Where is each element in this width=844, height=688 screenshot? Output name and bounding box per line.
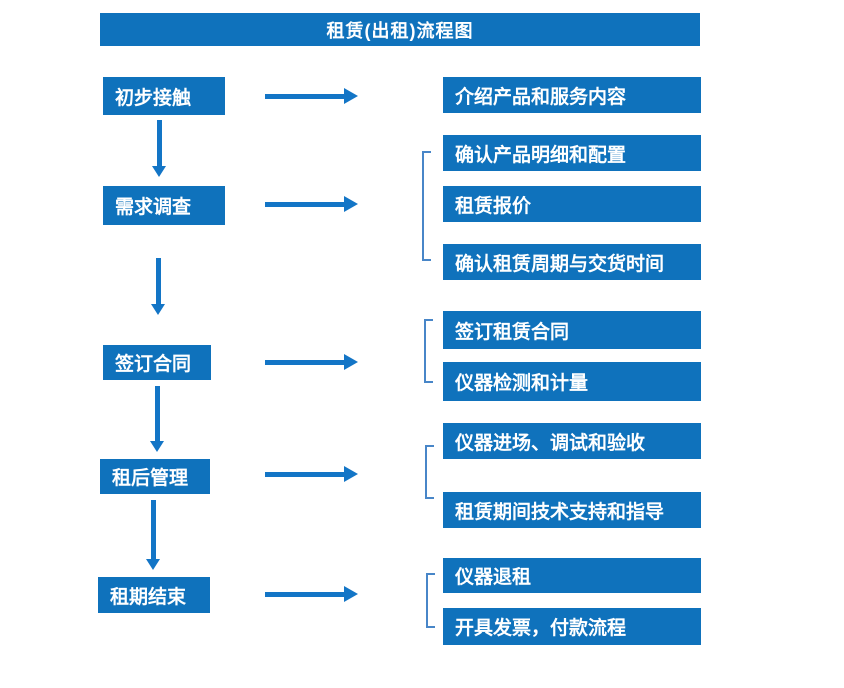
right-arrow — [265, 88, 358, 104]
detail-box: 仪器退租 — [443, 558, 701, 593]
arrow-head-icon — [150, 441, 164, 452]
arrow-shaft — [157, 120, 162, 166]
arrow-shaft — [265, 592, 344, 597]
group-bracket — [426, 573, 435, 628]
down-arrow — [150, 386, 164, 452]
detail-box: 确认产品明细和配置 — [443, 135, 701, 171]
right-arrow — [265, 466, 358, 482]
detail-box: 开具发票，付款流程 — [443, 608, 701, 645]
right-arrow — [265, 354, 358, 370]
detail-box: 确认租赁周期与交货时间 — [443, 244, 701, 280]
group-bracket — [425, 445, 434, 499]
arrow-head-icon — [152, 166, 166, 177]
title-bar: 租赁(出租)流程图 — [100, 13, 700, 46]
detail-box: 租赁期间技术支持和指导 — [443, 492, 701, 528]
page-title: 租赁(出租)流程图 — [326, 20, 474, 41]
detail-box: 介绍产品和服务内容 — [443, 77, 701, 113]
down-arrow — [151, 258, 165, 315]
group-bracket — [422, 151, 431, 261]
arrow-shaft — [265, 202, 344, 207]
step-box-post-rental-management: 租后管理 — [100, 459, 210, 494]
arrow-head-icon — [344, 88, 358, 104]
arrow-head-icon — [344, 196, 358, 212]
arrow-shaft — [156, 258, 161, 304]
arrow-head-icon — [151, 304, 165, 315]
arrow-head-icon — [344, 354, 358, 370]
step-box-rental-end: 租期结束 — [98, 577, 210, 613]
arrow-head-icon — [344, 586, 358, 602]
detail-box: 租赁报价 — [443, 186, 701, 222]
step-box-initial-contact: 初步接触 — [103, 77, 225, 115]
arrow-shaft — [265, 472, 344, 477]
down-arrow — [146, 500, 160, 570]
right-arrow — [265, 196, 358, 212]
down-arrow — [152, 120, 166, 177]
detail-box: 仪器检测和计量 — [443, 362, 701, 401]
step-box-sign-contract: 签订合同 — [103, 345, 211, 380]
arrow-shaft — [265, 94, 344, 99]
step-box-demand-survey: 需求调查 — [103, 186, 225, 225]
arrow-head-icon — [344, 466, 358, 482]
group-bracket — [424, 319, 433, 383]
arrow-shaft — [155, 386, 160, 441]
arrow-head-icon — [146, 559, 160, 570]
arrow-shaft — [265, 360, 344, 365]
detail-box: 仪器进场、调试和验收 — [443, 423, 701, 459]
arrow-shaft — [151, 500, 156, 559]
detail-box: 签订租赁合同 — [443, 311, 701, 349]
right-arrow — [265, 586, 358, 602]
